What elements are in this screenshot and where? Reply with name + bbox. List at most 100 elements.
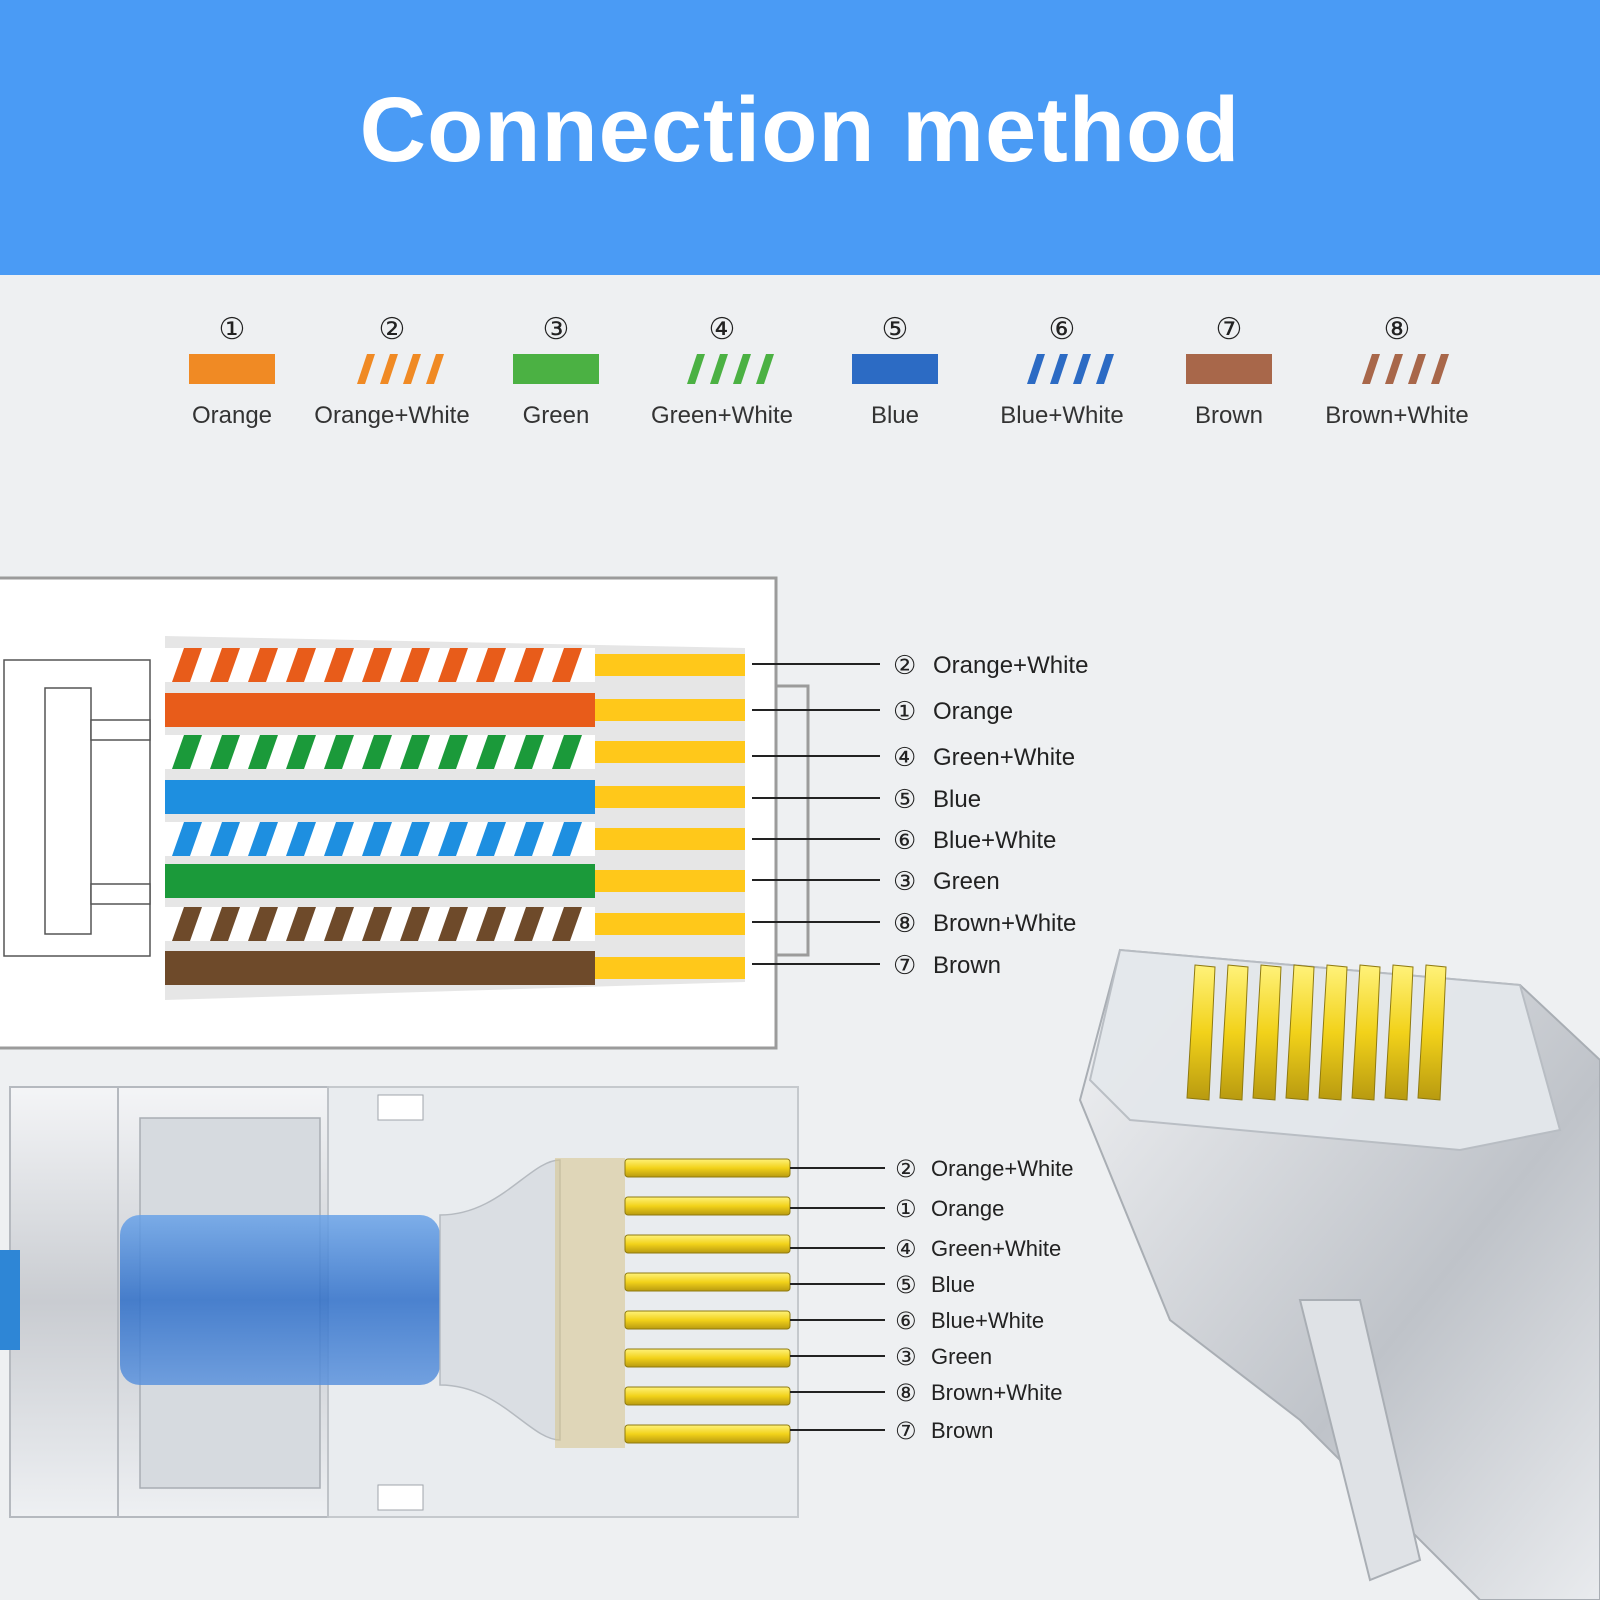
legend-label: Green <box>522 402 590 429</box>
gold-pin <box>1417 964 1447 1101</box>
legend-number: ④ <box>708 312 736 347</box>
callout-label: Brown <box>933 952 1001 979</box>
plug-step-outline <box>776 684 810 957</box>
legend-label: Brown+White <box>1325 402 1469 429</box>
wire-stripe <box>172 648 202 682</box>
legend-number: ③ <box>542 312 570 347</box>
callout-number: ⑦ <box>895 1417 917 1445</box>
callout-number: ⑧ <box>893 909 916 939</box>
gold-contact <box>595 913 745 935</box>
callout-number: ③ <box>895 1343 917 1371</box>
wire-crimp-zone <box>555 1158 625 1448</box>
wire-stripe <box>286 907 316 941</box>
striped-wire-swatch <box>1019 354 1114 384</box>
callout-label: Orange+White <box>933 652 1088 679</box>
solid-wire-swatch <box>189 354 275 384</box>
callout-label: Orange <box>933 698 1013 725</box>
gold-contact <box>595 654 745 676</box>
callout-number: ⑥ <box>895 1307 917 1335</box>
gold-contact <box>595 786 745 808</box>
wire-stripe <box>438 648 468 682</box>
callout-label: Green+White <box>933 744 1075 771</box>
wire-row <box>165 735 745 769</box>
callout-label: Orange+White <box>931 1156 1073 1181</box>
callout-number: ③ <box>893 867 916 897</box>
legend-item: ⑧ Brown+White <box>1297 310 1497 430</box>
wire-stripe <box>514 907 544 941</box>
wire-stripe <box>324 907 354 941</box>
callout-label: Orange <box>931 1196 1004 1221</box>
legend-number: ⑥ <box>1048 312 1076 347</box>
legend-label: Orange <box>191 402 273 429</box>
wire-stripe <box>362 907 392 941</box>
wire-row <box>165 951 745 985</box>
callout-label: Blue <box>931 1272 975 1297</box>
callout-label: Blue+White <box>933 827 1056 854</box>
gold-pin <box>1252 964 1282 1101</box>
callout-label: Brown+White <box>931 1380 1062 1405</box>
legend-number: ⑧ <box>1383 312 1411 347</box>
callout-label: Green <box>933 868 1000 895</box>
wire-stripe <box>476 648 506 682</box>
gold-pin <box>624 1158 791 1178</box>
wire-stripe <box>514 648 544 682</box>
legend-item: ⑥ Blue+White <box>962 310 1162 430</box>
wire-stripe <box>514 822 544 856</box>
wire-stripe <box>248 822 278 856</box>
callout-number: ⑤ <box>895 1271 917 1299</box>
gold-pin <box>1186 964 1216 1101</box>
wire-row <box>165 864 745 898</box>
wire-stripe <box>476 822 506 856</box>
wire-stripe <box>438 822 468 856</box>
wire-stripe <box>324 648 354 682</box>
solid-wire-swatch <box>1186 354 1272 384</box>
connector-3d-view <box>1078 948 1600 1600</box>
gold-pin <box>624 1424 791 1444</box>
gold-pin <box>624 1310 791 1330</box>
striped-wire-swatch <box>1354 354 1449 384</box>
legend-label: Orange+White <box>314 402 470 429</box>
wire-stripe <box>172 735 202 769</box>
legend-label: Blue+White <box>1000 402 1124 429</box>
wire-stripe <box>286 648 316 682</box>
plug-clip-icon <box>3 659 151 957</box>
gold-contact <box>595 957 745 979</box>
wire-stripe <box>362 822 392 856</box>
gold-pin <box>624 1196 791 1216</box>
cable-jacket <box>120 1215 440 1385</box>
wire-stripe <box>210 907 240 941</box>
callout-number: ④ <box>893 743 916 773</box>
wire-row <box>165 648 745 682</box>
wire-stripe <box>400 822 430 856</box>
wire-stripe <box>210 735 240 769</box>
gold-pin <box>1384 964 1414 1101</box>
callout-number: ① <box>895 1195 917 1223</box>
wire-stripe <box>210 648 240 682</box>
legend-label: Brown <box>1194 402 1264 429</box>
gold-pin <box>1318 964 1348 1101</box>
striped-wire-swatch <box>679 354 774 384</box>
wire-stripe <box>400 907 430 941</box>
wire-stripe <box>286 735 316 769</box>
gold-pin <box>624 1386 791 1406</box>
wire-stripe <box>552 907 582 941</box>
wire-stripe <box>552 735 582 769</box>
gold-contact <box>595 699 745 721</box>
solid-wire-swatch <box>513 354 599 384</box>
gold-contact <box>595 741 745 763</box>
legend-number: ② <box>378 312 406 347</box>
latch-tab <box>1298 1299 1422 1582</box>
legend-label: Blue <box>870 402 920 429</box>
callout-label: Blue+White <box>931 1308 1044 1333</box>
wire-stripe <box>438 907 468 941</box>
callout-label: Brown <box>931 1418 993 1443</box>
wire-row <box>165 907 745 941</box>
callout-number: ⑦ <box>893 951 916 981</box>
gold-contact <box>595 870 745 892</box>
wire-stripe <box>248 648 278 682</box>
